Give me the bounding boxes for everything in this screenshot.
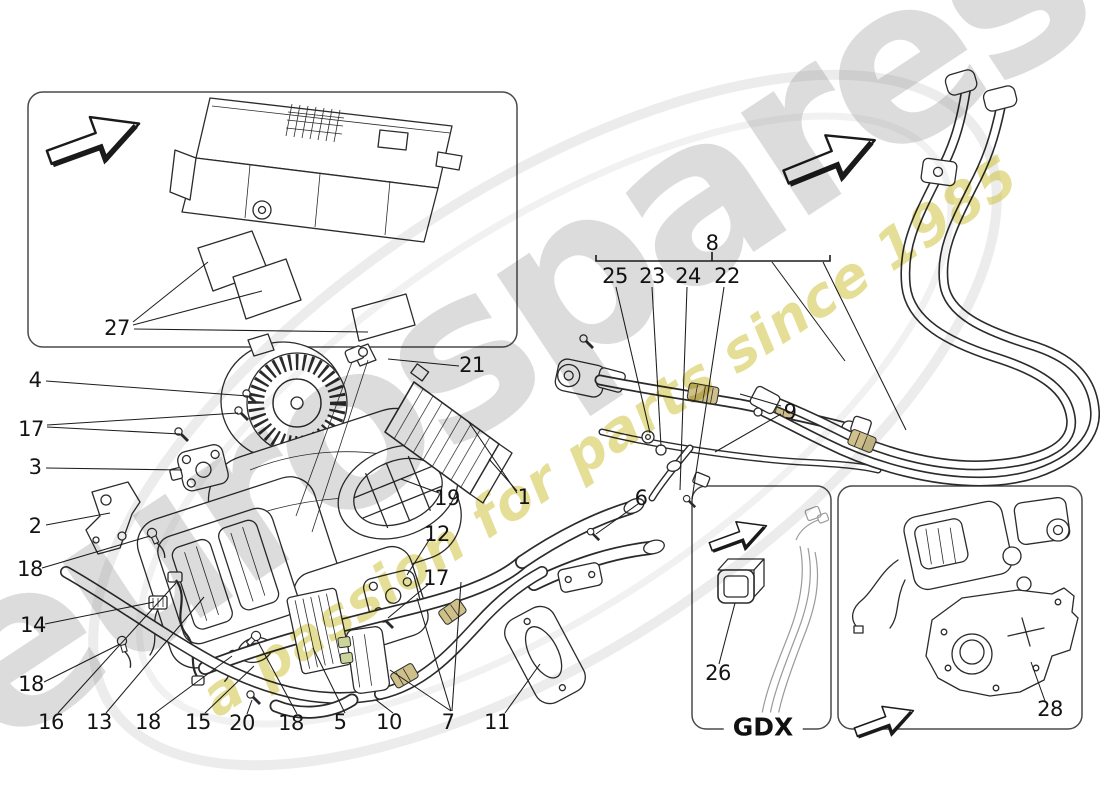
dashboard-unit-art bbox=[169, 97, 463, 342]
part-callout[interactable]: 3 bbox=[28, 455, 42, 479]
bolt-part bbox=[586, 527, 601, 542]
part-callout[interactable]: 13 bbox=[86, 710, 112, 734]
part-callout[interactable]: 1 bbox=[517, 485, 531, 509]
part-callout[interactable]: 17 bbox=[423, 566, 449, 590]
part-callout[interactable]: 14 bbox=[20, 613, 46, 637]
part-callout[interactable]: 8 bbox=[705, 231, 719, 255]
part-callout[interactable]: 16 bbox=[38, 710, 64, 734]
part-callout[interactable]: 2 bbox=[28, 514, 42, 538]
part-callout[interactable]: 26 bbox=[705, 661, 731, 685]
part-callout[interactable]: 7 bbox=[441, 710, 455, 734]
direction-arrow-icon bbox=[41, 102, 147, 179]
part-callout[interactable]: 25 bbox=[602, 264, 628, 288]
part-callout[interactable]: 24 bbox=[675, 264, 701, 288]
part-callout[interactable]: 5 bbox=[333, 710, 347, 734]
part-callout[interactable]: 22 bbox=[714, 264, 740, 288]
part-callout[interactable]: 17 bbox=[18, 417, 44, 441]
part-callout[interactable]: 15 bbox=[185, 710, 211, 734]
vehicle-unit-art bbox=[851, 496, 1079, 697]
part-callout[interactable]: 28 bbox=[1037, 697, 1063, 721]
part-callout[interactable]: 27 bbox=[104, 316, 130, 340]
variant-code-label: GDX bbox=[723, 712, 803, 742]
gdx-inset-box bbox=[691, 485, 832, 730]
part-callout[interactable]: 18 bbox=[17, 557, 43, 581]
part-callout[interactable]: 18 bbox=[278, 711, 304, 735]
part-callout[interactable]: 18 bbox=[135, 710, 161, 734]
direction-arrow-icon bbox=[777, 119, 884, 199]
direction-arrow-icon bbox=[703, 510, 774, 562]
part-callout[interactable]: 11 bbox=[484, 710, 510, 734]
part-callout[interactable]: 6 bbox=[634, 486, 648, 510]
part-callout[interactable]: 23 bbox=[639, 264, 665, 288]
part-callout[interactable]: 9 bbox=[783, 400, 797, 424]
part-callout[interactable]: 20 bbox=[229, 711, 255, 735]
part-callout[interactable]: 19 bbox=[434, 486, 460, 510]
part-callout[interactable]: 4 bbox=[28, 368, 42, 392]
part-callout[interactable]: 10 bbox=[376, 710, 402, 734]
direction-arrow-icon bbox=[848, 695, 921, 748]
part-callout[interactable]: 18 bbox=[18, 672, 44, 696]
part-callout[interactable]: 21 bbox=[459, 353, 485, 377]
part-callout[interactable]: 12 bbox=[424, 522, 450, 546]
